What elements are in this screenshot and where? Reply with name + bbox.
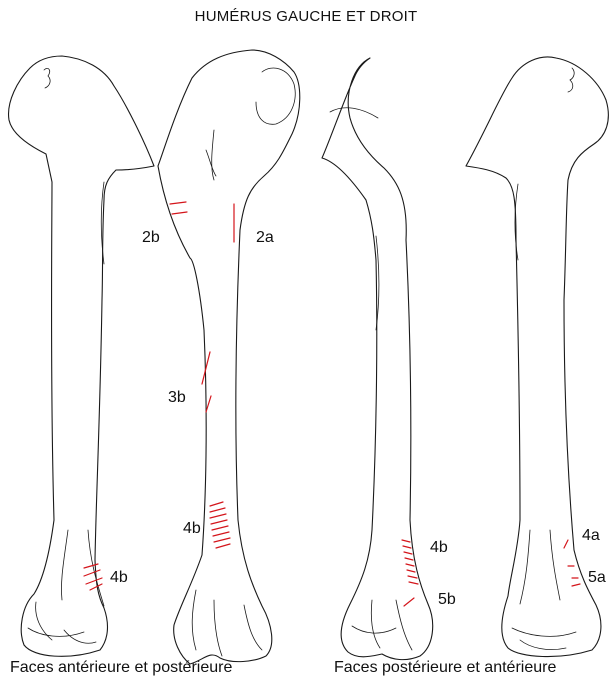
label-4a: 4a [582, 527, 600, 544]
label-2b: 2b [142, 229, 160, 246]
label-4b-middle: 4b [183, 520, 201, 537]
label-3b: 3b [168, 389, 186, 406]
label-4b-right: 4b [430, 539, 448, 556]
caption-left: Faces antérieure et postérieure [10, 659, 232, 677]
humerus-right-anterior [466, 57, 608, 657]
humerus-right-posterior [322, 58, 433, 660]
label-5b: 5b [438, 591, 456, 608]
label-4b-left: 4b [110, 569, 128, 586]
label-2a: 2a [256, 229, 274, 246]
humerus-left-posterior [158, 50, 300, 664]
caption-right: Faces postérieure et antérieure [334, 659, 556, 677]
label-5a: 5a [588, 569, 606, 586]
humerus-left-anterior [9, 56, 154, 656]
cut-marks [84, 202, 580, 606]
